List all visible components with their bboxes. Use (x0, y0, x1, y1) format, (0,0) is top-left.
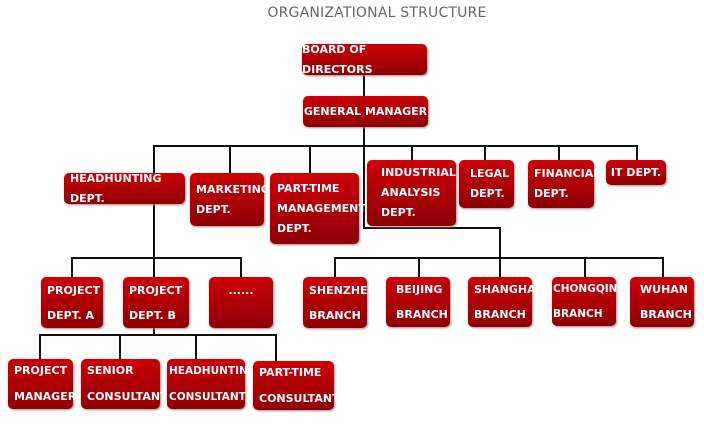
connector (584, 257, 586, 277)
node-financial-dept[interactable]: FINANCIAL DEPT. (528, 160, 601, 208)
node-label: DEPT. A (47, 308, 95, 322)
node-label: PROJECT (129, 283, 183, 297)
node-project-manager[interactable]: PROJECT MANAGER (8, 359, 77, 409)
connector (153, 145, 155, 173)
node-label: BRANCH (640, 308, 692, 321)
node-label: MARKETING (196, 182, 270, 196)
connector (334, 257, 336, 277)
node-label: DEPT. (381, 206, 416, 219)
node-shanghai-branch[interactable]: SHANGHAI BRANCH (468, 277, 540, 327)
node-label: SENIOR (87, 364, 134, 377)
node-part-time-management-dept[interactable]: PART-TIME MANAGEMENT DEPT. (270, 173, 366, 244)
connector (363, 227, 501, 229)
connector (229, 145, 231, 173)
connector (39, 334, 277, 336)
node-label: BRANCH (396, 308, 448, 321)
node-project-dept-b[interactable]: PROJECT DEPT. B (123, 277, 189, 328)
connector (499, 227, 501, 258)
node-beijing-branch[interactable]: BEIJING BRANCH (386, 277, 450, 327)
connector (275, 334, 277, 361)
connector (363, 127, 365, 229)
node-label: CONSULTANT (259, 391, 340, 405)
connector (153, 145, 638, 147)
node-label: PROJECT (14, 364, 68, 377)
node-label: DEPT. B (129, 308, 176, 322)
node-label: CONSULTANT (87, 390, 168, 403)
node-label: GENERAL MANAGER (303, 104, 428, 118)
node-label: MANAGEMENT (277, 201, 366, 215)
node-label: HEADHUNTING (169, 365, 257, 377)
connector (418, 257, 420, 277)
node-legal-dept[interactable]: LEGAL DEPT. (459, 160, 514, 208)
connector (499, 257, 501, 277)
node-label: BRANCH (309, 308, 361, 322)
connector (558, 145, 560, 160)
node-board-of-directors[interactable]: BOARD OF DIRECTORS (302, 43, 427, 76)
node-label: ...... (228, 284, 254, 297)
node-label: LEGAL (470, 167, 510, 180)
node-label: PROJECT (47, 283, 101, 297)
node-part-time-consultant[interactable]: PART-TIME CONSULTANT (253, 361, 340, 410)
connector (662, 257, 664, 277)
node-it-dept[interactable]: IT DEPT. (606, 160, 666, 185)
node-label: HEADHUNTING DEPT. (70, 171, 162, 205)
connector (39, 334, 41, 359)
connector (71, 257, 242, 259)
node-label: CHONGQING (553, 282, 627, 295)
node-headhunting-dept[interactable]: HEADHUNTING DEPT. (64, 172, 185, 205)
node-label: BRANCH (474, 308, 526, 321)
node-more-projects[interactable]: ...... (209, 277, 273, 328)
chart-title: ORGANIZATIONAL STRUCTURE (267, 5, 487, 21)
node-label: DEPT. (470, 187, 505, 200)
node-label: DEPT. (534, 187, 569, 200)
node-senior-consultant[interactable]: SENIOR CONSULTANT (81, 359, 168, 409)
node-label: PART-TIME (259, 365, 322, 379)
node-label: WUHAN (640, 283, 688, 296)
connector (363, 75, 365, 96)
connector (411, 145, 413, 160)
connector (636, 145, 638, 160)
connector (309, 145, 311, 173)
node-label: CONSULTANT (169, 391, 246, 403)
connector (240, 257, 242, 277)
node-industrial-analysis-dept[interactable]: INDUSTRIAL ANALYSIS DEPT. (367, 160, 456, 226)
node-label: DEPT. (196, 202, 231, 216)
node-project-dept-a[interactable]: PROJECT DEPT. A (41, 277, 103, 328)
node-wuhan-branch[interactable]: WUHAN BRANCH (630, 277, 694, 327)
node-label: FINANCIAL (534, 167, 601, 180)
connector (119, 334, 121, 359)
node-chongqing-branch[interactable]: CHONGQING BRANCH (552, 277, 627, 326)
node-label: SHANGHAI (474, 283, 540, 296)
node-label: PART-TIME (277, 181, 340, 195)
connector (484, 145, 486, 160)
node-label: BOARD OF DIRECTORS (302, 42, 373, 76)
node-label: DEPT. (277, 221, 312, 235)
node-label: SHENZHEN (309, 283, 377, 297)
connector (153, 204, 155, 335)
node-label: IT DEPT. (610, 165, 662, 179)
node-shenzhen-branch[interactable]: SHENZHEN BRANCH (303, 277, 377, 328)
node-label: INDUSTRIAL (381, 166, 456, 179)
node-label: BEIJING (396, 283, 443, 296)
node-label: BRANCH (553, 307, 603, 320)
node-general-manager[interactable]: GENERAL MANAGER (303, 96, 428, 127)
connector (195, 334, 197, 359)
connector (71, 257, 73, 277)
node-label: ANALYSIS (381, 186, 441, 199)
node-label: MANAGER (14, 390, 77, 403)
node-headhunting-consultant[interactable]: HEADHUNTING CONSULTANT (167, 359, 257, 409)
node-marketing-dept[interactable]: MARKETING DEPT. (190, 173, 270, 226)
